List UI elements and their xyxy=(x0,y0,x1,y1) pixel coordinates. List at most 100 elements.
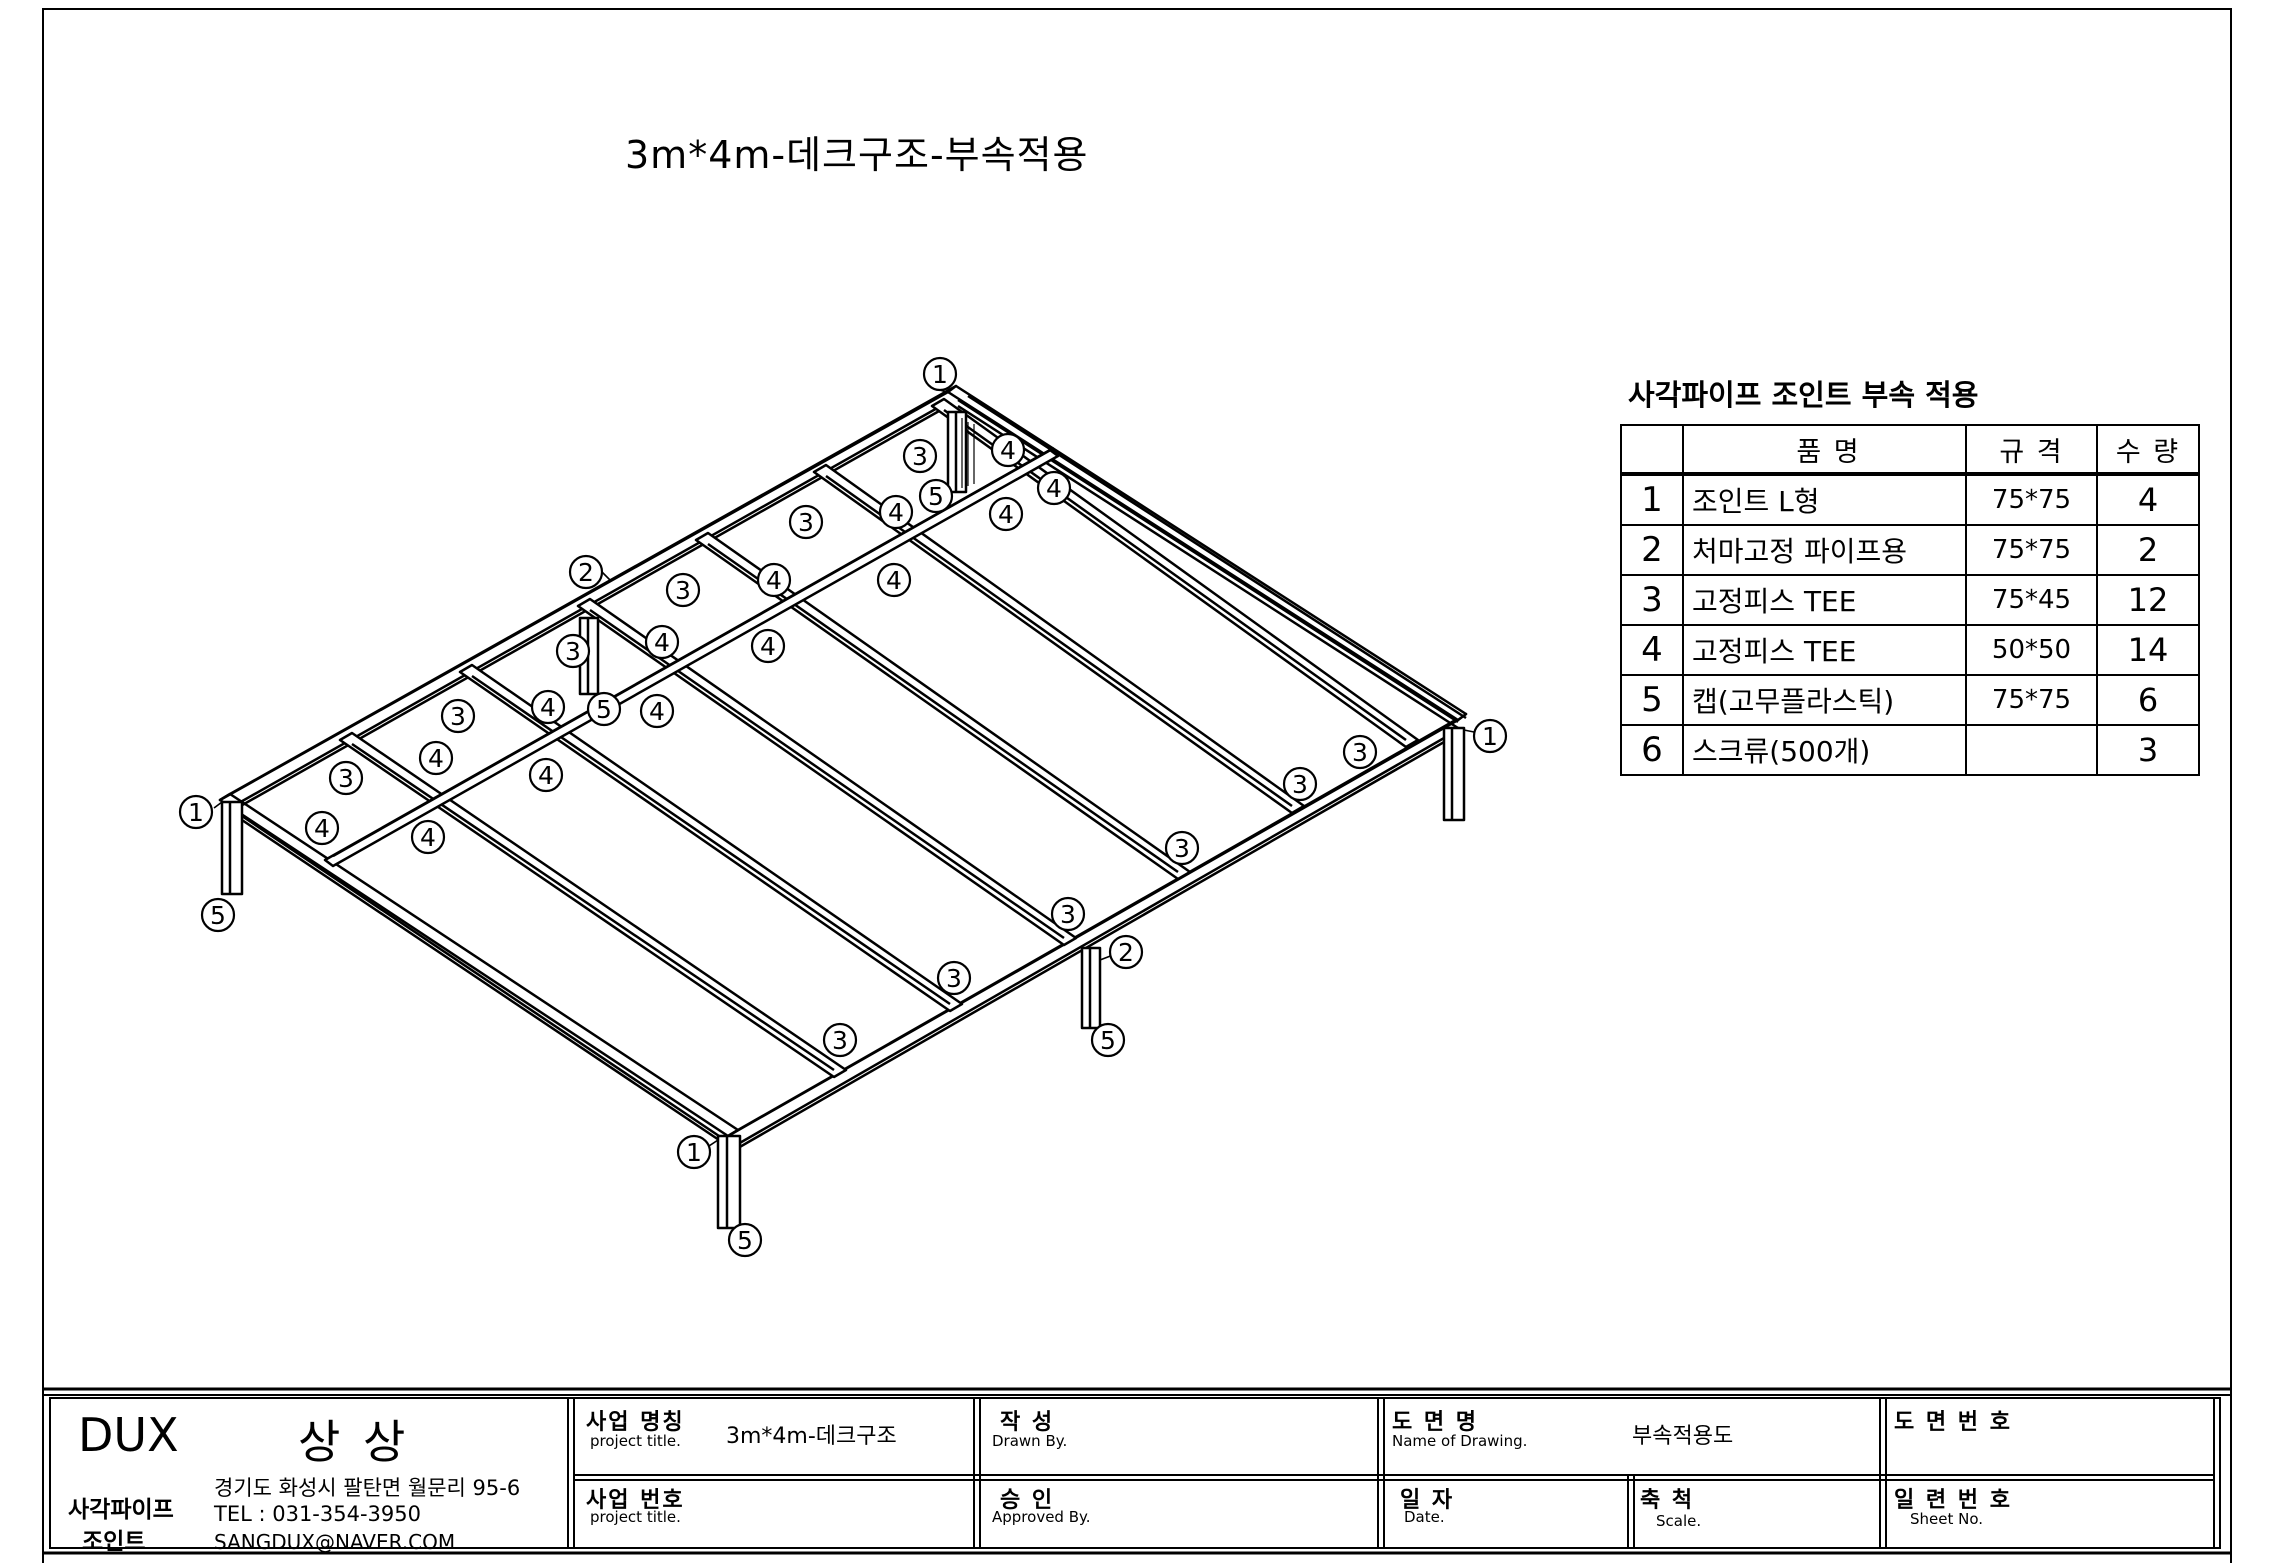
project-no-label-en: project title. xyxy=(590,1508,681,1526)
bom-no: 3 xyxy=(1620,574,1684,626)
callout-number: 5 xyxy=(210,901,226,930)
date-label-en: Date. xyxy=(1404,1508,1445,1526)
callout-balloon: 3 xyxy=(822,1022,858,1058)
callout-number: 4 xyxy=(420,823,436,852)
callout-balloon: 3 xyxy=(1342,734,1378,770)
callout-number: 4 xyxy=(428,744,444,773)
callout-balloon: 1 xyxy=(178,794,214,830)
callout-balloon: 4 xyxy=(756,562,792,598)
project-name-value: 3m*4m-데크구조 xyxy=(726,1424,897,1449)
callout-balloon: 3 xyxy=(902,438,938,474)
callout-balloon: 1 xyxy=(1472,718,1508,754)
callout-balloon: 3 xyxy=(440,698,476,734)
sheet-no-label: 일 련 번 호 xyxy=(1894,1488,2012,1513)
company-address: 경기도 화성시 팔탄면 월문리 95-6 xyxy=(214,1476,521,1500)
callout-number: 1 xyxy=(686,1138,702,1167)
company-product-line1: 사각파이프 xyxy=(68,1497,174,1523)
bom-no: 2 xyxy=(1620,524,1684,576)
bom-row: 4 고정피스 TEE 50*50 14 xyxy=(1620,624,2200,676)
callout-balloon: 3 xyxy=(936,960,972,996)
bom-header-no xyxy=(1620,424,1684,476)
callout-number: 4 xyxy=(766,566,782,595)
leg-back xyxy=(946,410,975,494)
bom-no: 6 xyxy=(1620,724,1684,776)
drawn-label: 작 성 xyxy=(1000,1410,1055,1435)
callout-number: 4 xyxy=(314,814,330,843)
callout-balloon: 3 xyxy=(1050,896,1086,932)
callout-balloon: 5 xyxy=(918,478,954,514)
callout-number: 3 xyxy=(1174,834,1190,863)
bom-qty: 3 xyxy=(2096,724,2200,776)
bom-header-row: 품 명 규 격 수 량 xyxy=(1620,424,2200,476)
callout-number: 1 xyxy=(1482,722,1498,751)
callout-balloon: 4 xyxy=(418,740,454,776)
bom-row: 5 캡(고무플라스틱) 75*75 6 xyxy=(1620,674,2200,726)
drawn-label-en: Drawn By. xyxy=(992,1432,1068,1450)
callout-balloon: 3 xyxy=(1282,766,1318,802)
bom-spec: 50*50 xyxy=(1965,624,2098,676)
callout-balloon: 3 xyxy=(328,760,364,796)
project-name-label-en: project title. xyxy=(590,1432,681,1450)
callout-number: 4 xyxy=(998,500,1014,529)
callout-number: 4 xyxy=(886,566,902,595)
leg-mid-right xyxy=(1080,946,1102,1030)
callout-number: 3 xyxy=(1060,900,1076,929)
bom-name: 조인트 L형 xyxy=(1682,473,1967,526)
bom-no: 5 xyxy=(1620,674,1684,726)
callout-balloon: 4 xyxy=(876,562,912,598)
callout-balloon: 2 xyxy=(568,554,604,590)
callout-balloon: 2 xyxy=(1108,934,1144,970)
callout-number: 4 xyxy=(1000,436,1016,465)
callout-balloon: 4 xyxy=(528,757,564,793)
callout-number: 5 xyxy=(596,695,612,724)
leg-front-left xyxy=(220,800,244,896)
callout-number: 4 xyxy=(760,632,776,661)
bom-row: 3 고정피스 TEE 75*45 12 xyxy=(1620,574,2200,626)
callout-balloon: 5 xyxy=(586,691,622,727)
callout-number: 4 xyxy=(538,761,554,790)
drawing-no-label: 도 면 번 호 xyxy=(1894,1410,2012,1435)
bom-name: 고정피스 TEE xyxy=(1682,624,1967,676)
bom-spec: 75*75 xyxy=(1965,674,2098,726)
callout-number: 3 xyxy=(565,637,581,666)
bom-header-spec: 규 격 xyxy=(1965,424,2098,476)
bom-spec xyxy=(1965,724,2098,776)
callout-balloon: 4 xyxy=(530,689,566,725)
bom-name: 스크류(500개) xyxy=(1682,724,1967,776)
bom-title: 사각파이프 조인트 부속 적용 xyxy=(1628,378,1979,412)
callout-number: 4 xyxy=(540,693,556,722)
callout-number: 3 xyxy=(675,576,691,605)
date-label: 일 자 xyxy=(1400,1488,1455,1513)
bom-spec: 75*75 xyxy=(1965,524,2098,576)
bom-header-qty: 수 량 xyxy=(2096,424,2200,476)
callout-number: 2 xyxy=(578,558,594,587)
drawing-name-value: 부속적용도 xyxy=(1632,1424,1734,1449)
callout-balloon: 4 xyxy=(990,432,1026,468)
callout-number: 1 xyxy=(188,798,204,827)
sheet-no-label-en: Sheet No. xyxy=(1910,1510,1984,1528)
bom-name: 캡(고무플라스틱) xyxy=(1682,674,1967,726)
leg-front xyxy=(716,1134,742,1230)
callout-number: 1 xyxy=(932,360,948,389)
callout-balloon: 4 xyxy=(988,496,1024,532)
callout-balloon: 3 xyxy=(1164,830,1200,866)
callout-balloon: 1 xyxy=(676,1134,712,1170)
right-beam xyxy=(726,712,1468,1150)
project-name-label: 사업 명칭 xyxy=(586,1410,685,1435)
approved-label-en: Approved By. xyxy=(992,1508,1091,1526)
callout-balloon: 4 xyxy=(304,810,340,846)
callout-number: 3 xyxy=(450,702,466,731)
company-tel: TEL : 031-354-3950 xyxy=(214,1502,421,1526)
callout-number: 5 xyxy=(1100,1026,1116,1055)
scale-label-en: Scale. xyxy=(1656,1512,1702,1530)
callout-number: 4 xyxy=(888,498,904,527)
bom-qty: 14 xyxy=(2096,624,2200,676)
center-stringer xyxy=(323,446,1060,868)
callout-balloon: 4 xyxy=(750,628,786,664)
callout-balloon: 4 xyxy=(639,693,675,729)
company-brand: DUX xyxy=(78,1408,179,1462)
callout-number: 3 xyxy=(912,442,928,471)
